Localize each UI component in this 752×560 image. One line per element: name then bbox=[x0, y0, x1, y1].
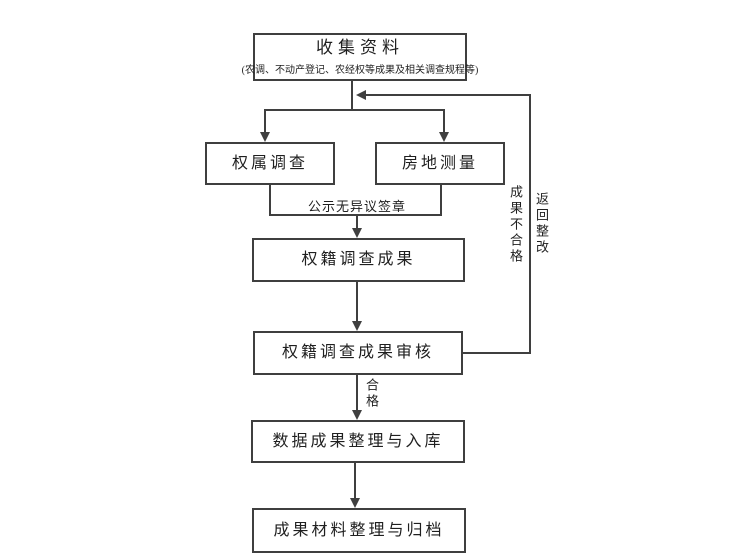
connector-branch-measure bbox=[443, 109, 445, 134]
arrowhead-feedback-left bbox=[356, 90, 366, 100]
arrowhead-into-archive bbox=[350, 498, 360, 508]
node-result: 权籍调查成果 bbox=[252, 238, 465, 282]
node-collect-sublabel: (农调、不动产登记、农经权等成果及相关调查规程等) bbox=[241, 64, 479, 76]
connector-storage-archive bbox=[354, 463, 356, 500]
connector-feedback-bottom bbox=[463, 352, 531, 354]
node-ownership-label: 权属调查 bbox=[231, 154, 308, 172]
connector-merge-right bbox=[440, 185, 442, 216]
connector-split-horizontal bbox=[264, 109, 445, 111]
connector-result-review bbox=[356, 282, 358, 323]
node-result-label: 权籍调查成果 bbox=[301, 251, 416, 269]
node-review: 权籍调查成果审核 bbox=[253, 331, 463, 375]
node-measure: 房地测量 bbox=[375, 142, 505, 185]
node-measure-label: 房地测量 bbox=[401, 154, 478, 172]
node-archive-label: 成果材料整理与归档 bbox=[273, 521, 445, 539]
connector-review-storage bbox=[356, 375, 358, 412]
connector-merge-left bbox=[269, 185, 271, 216]
edge-label-qualified: 合格 bbox=[364, 378, 379, 410]
node-review-label: 权籍调查成果审核 bbox=[281, 344, 434, 362]
connector-merge-stem bbox=[356, 214, 358, 230]
node-ownership: 权属调查 bbox=[205, 142, 335, 185]
edge-label-publicity: 公示无异议签章 bbox=[308, 199, 407, 214]
connector-branch-ownership bbox=[264, 109, 266, 134]
node-archive: 成果材料整理与归档 bbox=[252, 508, 466, 553]
arrowhead-into-measure bbox=[439, 132, 449, 142]
edge-label-unqualified: 成果不合格 bbox=[508, 185, 523, 265]
connector-merge-horizontal bbox=[269, 214, 442, 216]
connector-feedback-top bbox=[366, 94, 530, 96]
arrowhead-into-result bbox=[352, 228, 362, 238]
node-collect-label: 收集资料 bbox=[316, 38, 404, 58]
arrowhead-into-storage bbox=[352, 410, 362, 420]
arrowhead-into-ownership bbox=[260, 132, 270, 142]
node-storage: 数据成果整理与入库 bbox=[251, 420, 465, 463]
edge-label-rework: 返回整改 bbox=[534, 192, 549, 256]
node-storage-label: 数据成果整理与入库 bbox=[272, 432, 444, 450]
connector-collect-stem bbox=[351, 81, 353, 110]
node-collect: 收集资料 (农调、不动产登记、农经权等成果及相关调查规程等) bbox=[242, 33, 478, 81]
arrowhead-into-review bbox=[352, 321, 362, 331]
connector-feedback-vertical bbox=[529, 94, 531, 354]
